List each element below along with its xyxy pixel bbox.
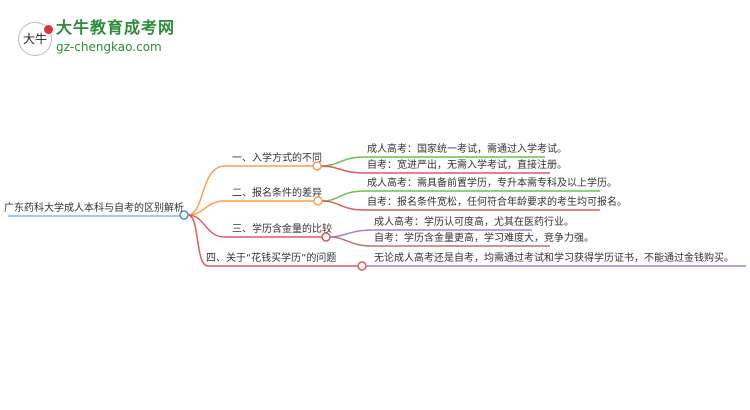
branch-1-node [312, 161, 322, 171]
branch-4-node [357, 261, 367, 271]
branch-1-label: 一、入学方式的不同 [232, 153, 322, 164]
edge-b2-c2 [321, 200, 600, 211]
root-node [179, 210, 189, 220]
branch-2-child-1: 成人高考：需具备前置学历，专升本需专科及以上学历。 [367, 178, 617, 189]
branch-4-label: 四、关于“花钱买学历”的问题 [206, 253, 337, 264]
branch-1-child-1: 成人高考：国家统一考试，需通过入学考试。 [367, 144, 567, 155]
branch-3-child-2: 自考：学历含金量更高，学习难度大，竞争力强。 [374, 233, 594, 244]
branch-4-child-1: 无论成人高考还是自考，均需通过考试和学习获得学历证书，不能通过金钱购买。 [374, 253, 734, 264]
branch-3-label: 三、学历含金量的比较 [232, 224, 332, 235]
logo-url: gz-chengkao.com [56, 40, 162, 54]
edge-root-b2 [187, 200, 314, 216]
edge-b1-c2 [320, 165, 550, 174]
edge-b3-c2 [329, 236, 550, 247]
branch-2-label: 二、报名条件的差异 [232, 188, 322, 199]
edge-root-b4 [187, 214, 358, 267]
root-topic: 广东药科大学成人本科与自考的区别解析 [4, 203, 184, 214]
branch-2-node [313, 196, 323, 206]
logo-title: 大牛教育成考网 [56, 18, 176, 37]
branch-3-child-1: 成人高考：学历认可度高，尤其在医药行业。 [374, 217, 574, 228]
branch-2-child-2: 自考：报名条件宽松，任何符合年龄要求的考生均可报名。 [367, 197, 627, 208]
branch-1-child-2: 自考：宽进严出，无需入学考试，直接注册。 [367, 160, 567, 171]
edge-root-b1 [187, 165, 313, 216]
branch-3-node [321, 232, 331, 242]
logo-icon: 大牛 [18, 22, 53, 56]
edge-root-b3 [187, 214, 322, 238]
